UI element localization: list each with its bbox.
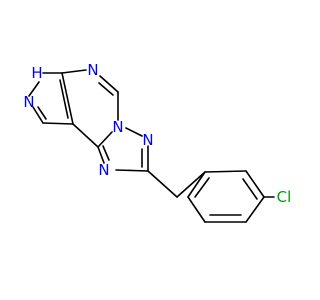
- bond-c2-ch2: [147, 170, 178, 198]
- molecule-structure: H N N N N N Cl: [23, 61, 291, 223]
- bonds: [28, 69, 275, 223]
- atom-cl: Cl: [277, 188, 292, 206]
- atom-labels: H N N N N N Cl: [23, 61, 291, 206]
- bond-cmeta1-cpara: [245, 196, 265, 223]
- bond-c7a-n-top: [61, 69, 87, 74]
- bond-c2-n-left: [115, 169, 149, 172]
- bond-cortho1-cmeta1: [245, 170, 265, 198]
- atom-n-pyrazole: N: [23, 93, 34, 111]
- bond-n-left-c9b: [97, 146, 105, 164]
- bond-c3-c3a: [42, 122, 74, 125]
- bond-n-left-c9b-inner: [102, 145, 110, 161]
- bond-ch2-cipso: [176, 171, 206, 198]
- bond-c3a-c7a-inner: [59, 79, 69, 119]
- atom-n-triazole-right: N: [142, 131, 153, 149]
- bond-nbridge-c9b: [97, 131, 113, 148]
- atom-nh: H: [31, 64, 42, 82]
- atom-n-bridge: N: [112, 118, 123, 136]
- bond-c9b-c3a: [72, 123, 99, 148]
- bond-n2-c3: [32, 106, 44, 124]
- bond-c3a-c7a: [61, 72, 74, 125]
- bond-cipso2-cipso-inner: [194, 177, 210, 198]
- bond-cortho1-cmeta1-inner: [242, 178, 258, 200]
- bond-n-top-c5: [99, 75, 119, 93]
- bond-n-top-c5-inner: [98, 82, 114, 96]
- atom-n-pyrimidine-top: N: [87, 61, 98, 79]
- bond-nbridge-n-right: [125, 127, 143, 137]
- bond-cipso2-cipso: [187, 171, 206, 198]
- bond-cmeta2-cipso2: [187, 196, 206, 223]
- atom-n-triazole-left: N: [98, 161, 109, 179]
- bond-cipso-cortho1: [204, 170, 247, 173]
- bond-n2-c3-inner: [37, 106, 47, 120]
- bond-nh-n2: [28, 81, 40, 97]
